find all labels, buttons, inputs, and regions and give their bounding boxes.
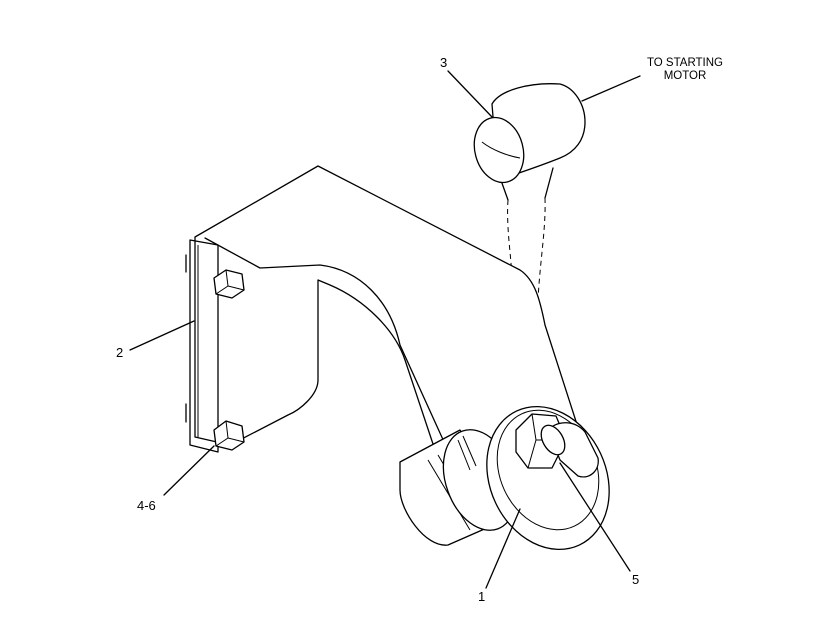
callout-item-5: 5 — [632, 572, 640, 587]
callout-item-2: 2 — [116, 345, 124, 360]
callout-item-3: 3 — [440, 55, 448, 70]
bolt-upper — [213, 269, 245, 299]
leader-note — [581, 75, 641, 102]
leader-lines — [129, 70, 641, 589]
connector-cylinder — [473, 83, 586, 184]
note-to-starting-motor: TO STARTING MOTOR — [632, 57, 738, 83]
note-line-2: MOTOR — [663, 70, 707, 82]
stud — [540, 422, 599, 478]
callout-item-4-6: 4-6 — [137, 498, 156, 513]
leader-item-4-6 — [163, 445, 215, 496]
callout-item-1: 1 — [478, 589, 486, 604]
note-line-1: TO STARTING — [646, 57, 724, 69]
leader-item-2 — [129, 320, 195, 351]
bolt-lower — [213, 420, 245, 451]
leader-item-1 — [485, 508, 521, 589]
leader-item-5 — [559, 462, 631, 572]
leader-item-3 — [447, 70, 493, 118]
bracket — [185, 165, 583, 471]
